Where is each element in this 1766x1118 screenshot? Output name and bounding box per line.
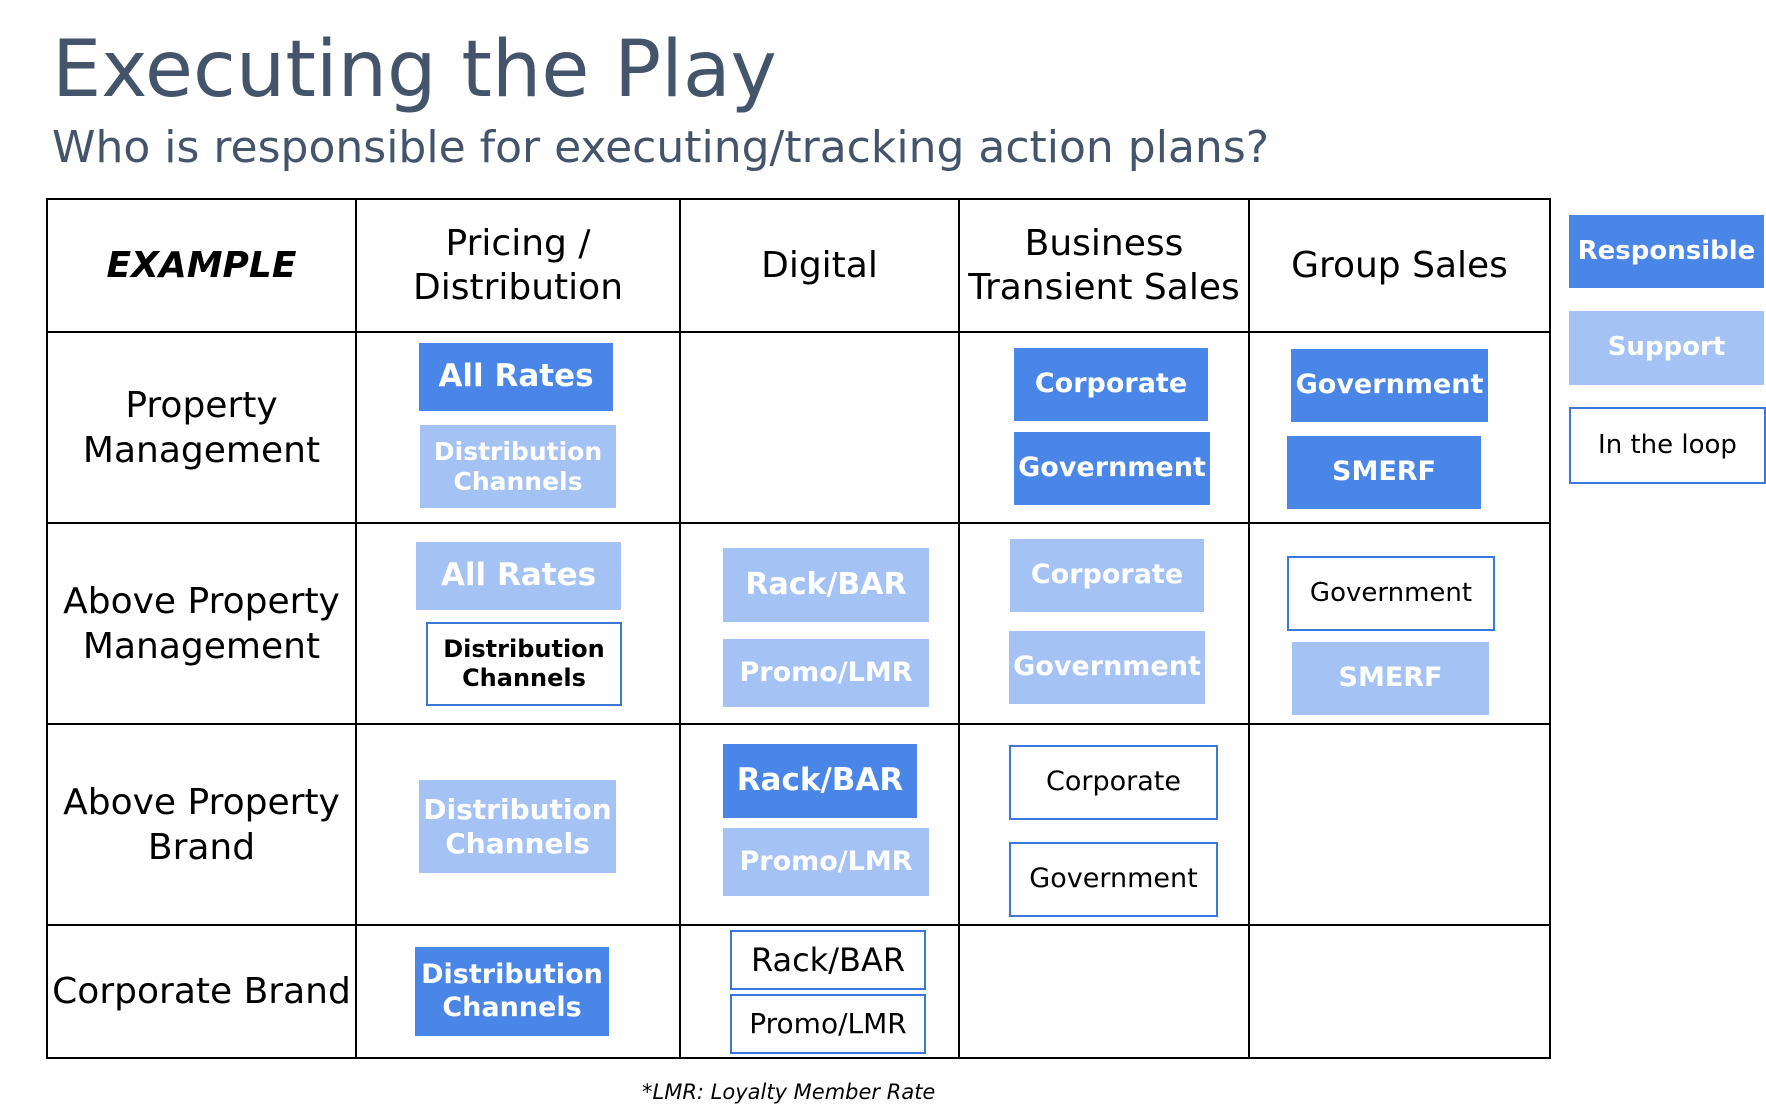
page-subtitle: Who is responsible for executing/trackin… bbox=[52, 122, 1270, 173]
role-chip-support: Promo/LMR bbox=[723, 639, 929, 707]
role-chip-responsible: Rack/BAR bbox=[723, 744, 917, 818]
role-chip-support: SMERF bbox=[1292, 642, 1489, 715]
table-row: Above Property Brand Distribution Channe… bbox=[46, 723, 1551, 926]
matrix-cell: Government SMERF bbox=[1248, 331, 1551, 524]
matrix-cell: All Rates Distribution Channels bbox=[355, 331, 681, 524]
matrix-cell: Rack/BAR Promo/LMR bbox=[679, 522, 960, 725]
role-chip-support: Distribution Channels bbox=[420, 425, 616, 508]
role-chip-in-the-loop: Promo/LMR bbox=[730, 994, 926, 1054]
role-chip-in-the-loop: Distribution Channels bbox=[426, 622, 622, 706]
matrix-cell: Distribution Channels bbox=[355, 924, 681, 1059]
role-chip-responsible: Government bbox=[1014, 432, 1210, 505]
matrix-cell bbox=[1248, 723, 1551, 926]
matrix-cell: Rack/BAR Promo/LMR bbox=[679, 924, 960, 1059]
legend-in-the-loop: In the loop bbox=[1569, 407, 1766, 484]
role-chip-responsible: Government bbox=[1291, 349, 1488, 422]
role-chip-in-the-loop: Government bbox=[1009, 842, 1218, 917]
row-header-property-management: Property Management bbox=[46, 331, 357, 524]
matrix-cell: Rack/BAR Promo/LMR bbox=[679, 723, 960, 926]
matrix-cell: Corporate Government bbox=[958, 723, 1250, 926]
matrix-cell bbox=[679, 331, 960, 524]
matrix-cell bbox=[1248, 924, 1551, 1059]
page-title: Executing the Play bbox=[52, 25, 777, 115]
matrix-cell: Government SMERF bbox=[1248, 522, 1551, 725]
role-chip-in-the-loop: Corporate bbox=[1009, 745, 1218, 820]
role-chip-support: Government bbox=[1009, 631, 1205, 704]
matrix-cell: All Rates Distribution Channels bbox=[355, 522, 681, 725]
legend-support: Support bbox=[1569, 311, 1764, 385]
matrix-cell: Distribution Channels bbox=[355, 723, 681, 926]
role-chip-responsible: All Rates bbox=[419, 343, 613, 411]
matrix-cell: Corporate Government bbox=[958, 522, 1250, 725]
matrix-cell bbox=[958, 924, 1250, 1059]
matrix-cell: Corporate Government bbox=[958, 331, 1250, 524]
responsibility-matrix: EXAMPLE Pricing / Distribution Digital B… bbox=[46, 198, 1551, 1059]
table-row: Property Management All Rates Distributi… bbox=[46, 331, 1551, 524]
role-chip-responsible: SMERF bbox=[1287, 436, 1481, 509]
column-header-pricing-distribution: Pricing / Distribution bbox=[355, 198, 681, 333]
table-row: Corporate Brand Distribution Channels Ra… bbox=[46, 924, 1551, 1059]
row-header-above-property-brand: Above Property Brand bbox=[46, 723, 357, 926]
role-chip-responsible: Distribution Channels bbox=[415, 947, 609, 1036]
role-chip-in-the-loop: Government bbox=[1287, 556, 1495, 631]
legend-responsible: Responsible bbox=[1569, 215, 1764, 288]
role-chip-support: Rack/BAR bbox=[723, 548, 929, 622]
footnote: *LMR: Loyalty Member Rate bbox=[642, 1080, 936, 1104]
role-chip-support: All Rates bbox=[416, 542, 621, 610]
role-chip-support: Promo/LMR bbox=[723, 828, 929, 896]
role-chip-support: Corporate bbox=[1010, 539, 1204, 612]
role-chip-in-the-loop: Rack/BAR bbox=[730, 930, 926, 990]
corner-label: EXAMPLE bbox=[46, 198, 357, 333]
table-row: Above Property Management All Rates Dist… bbox=[46, 522, 1551, 725]
role-chip-support: Distribution Channels bbox=[419, 780, 616, 873]
header-row: EXAMPLE Pricing / Distribution Digital B… bbox=[46, 198, 1551, 333]
column-header-group-sales: Group Sales bbox=[1248, 198, 1551, 333]
column-header-digital: Digital bbox=[679, 198, 960, 333]
row-header-above-property-management: Above Property Management bbox=[46, 522, 357, 725]
role-chip-responsible: Corporate bbox=[1014, 348, 1208, 421]
row-header-corporate-brand: Corporate Brand bbox=[46, 924, 357, 1059]
column-header-business-transient-sales: Business Transient Sales bbox=[958, 198, 1250, 333]
